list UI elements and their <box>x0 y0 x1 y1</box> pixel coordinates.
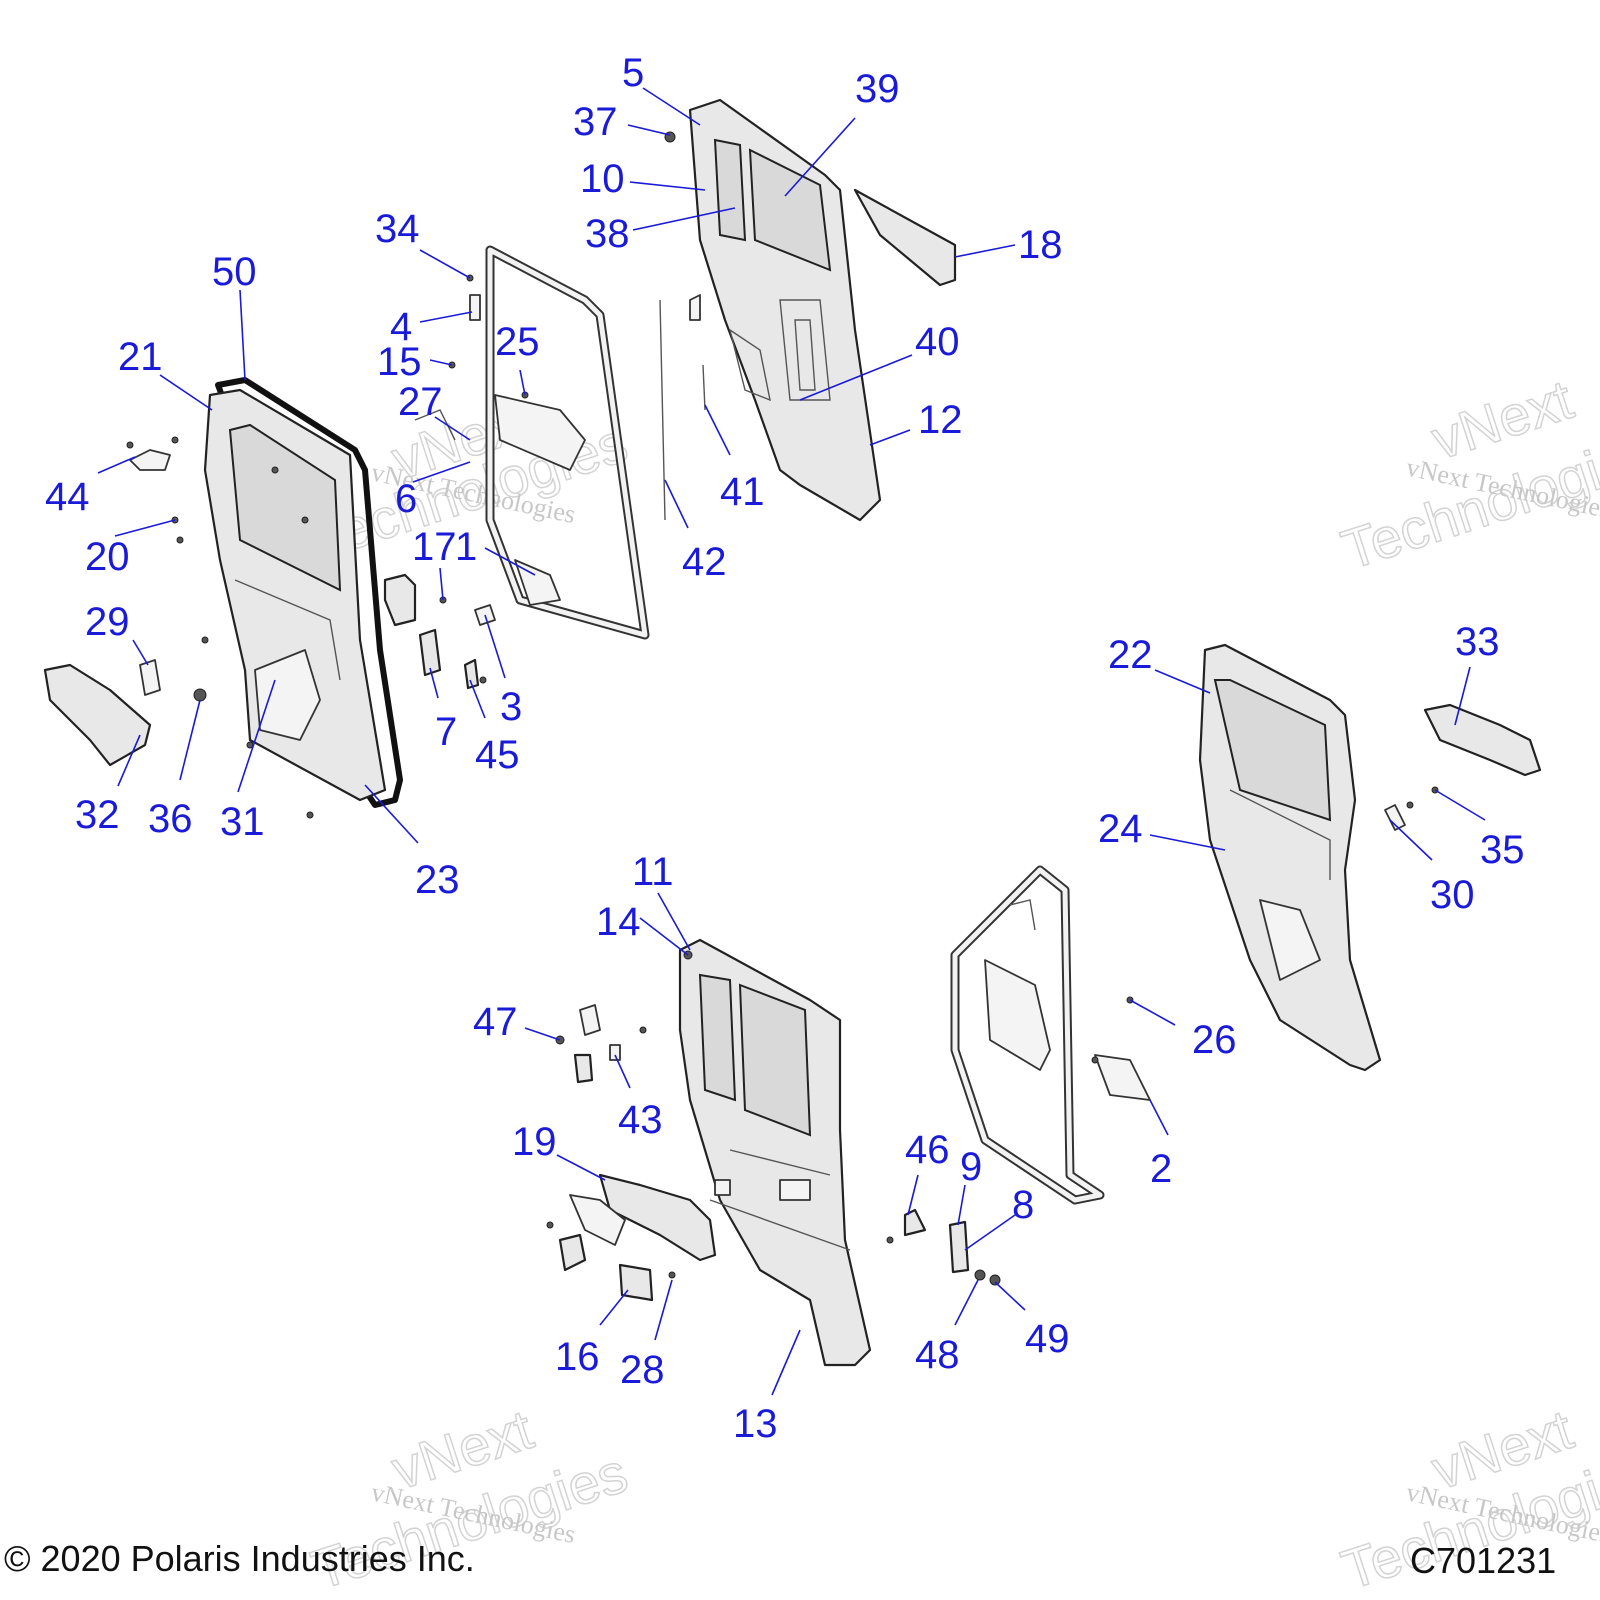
callout-label: 14 <box>596 900 641 944</box>
door-frame-right <box>950 865 1151 1205</box>
callout-label: 49 <box>1025 1317 1070 1361</box>
callout-label: 30 <box>1430 873 1475 917</box>
right-door-assembly <box>1198 643 1382 1072</box>
callout-label: 18 <box>1018 223 1063 267</box>
callout-label: 25 <box>495 320 540 364</box>
left-small-parts <box>43 436 207 767</box>
callout-label: 2 <box>1150 1147 1172 1191</box>
callout-label: 38 <box>585 212 630 256</box>
callout-label: 35 <box>1480 828 1525 872</box>
callout-label: 10 <box>580 157 625 201</box>
callout-label: 22 <box>1108 633 1153 677</box>
left-door-assembly <box>176 377 403 819</box>
callout-label: 27 <box>398 380 443 424</box>
callout-label: 24 <box>1098 807 1143 851</box>
callout-label: 3 <box>500 685 522 729</box>
callout-label: 9 <box>960 1145 982 1189</box>
callout-label: 31 <box>220 800 265 844</box>
callout-label: 20 <box>85 535 130 579</box>
leader-lines <box>97 87 1486 1396</box>
callout-label: 1 <box>455 525 477 569</box>
hinge-hardware-right <box>886 1208 1001 1286</box>
callout-label: 21 <box>118 335 163 379</box>
callout-label: 8 <box>1012 1183 1034 1227</box>
callout-label: 17 <box>412 525 457 569</box>
callout-label: 28 <box>620 1348 665 1392</box>
callout-label: 12 <box>918 398 963 442</box>
callout-label: 39 <box>855 67 900 111</box>
callout-label: 42 <box>682 540 727 584</box>
callout-label: 4 <box>390 305 412 349</box>
callout-label: 11 <box>632 850 674 894</box>
callout-label: 44 <box>45 475 90 519</box>
callout-label: 50 <box>212 250 257 294</box>
latch-hardware-left <box>383 573 496 690</box>
right-bracket <box>1384 703 1542 831</box>
callout-label: 48 <box>915 1333 960 1377</box>
callout-label: 26 <box>1192 1018 1237 1062</box>
copyright-notice: © 2020 Polaris Industries Inc. <box>4 1538 475 1579</box>
callout-label: 23 <box>415 858 460 902</box>
callout-label: 16 <box>555 1335 600 1379</box>
callout-label: 34 <box>375 207 420 251</box>
callout-label: 19 <box>512 1120 557 1164</box>
callout-label: 36 <box>148 797 193 841</box>
callout-label: 6 <box>395 477 417 521</box>
callout-label: 33 <box>1455 620 1500 664</box>
door-frame-top-middle <box>414 245 650 640</box>
callout-label: 7 <box>435 710 457 754</box>
callout-label: 47 <box>473 1000 518 1044</box>
callout-label: 37 <box>573 100 618 144</box>
window-channel-part <box>659 299 706 521</box>
callout-label: 32 <box>75 793 120 837</box>
callout-labels: 1 2 3 4 5 6 7 8 9 10 11 12 13 14 15 16 1… <box>45 51 1525 1446</box>
callout-label: 41 <box>720 470 765 514</box>
callout-label: 40 <box>915 320 960 364</box>
callout-label: 29 <box>85 600 130 644</box>
lower-door-panel-middle <box>678 938 872 1367</box>
figure-id: C701231 <box>1410 1540 1557 1581</box>
upper-door-panel-top <box>664 98 882 522</box>
callout-label: 5 <box>622 51 644 95</box>
callout-label: 46 <box>905 1128 950 1172</box>
callout-label: 15 <box>377 340 422 384</box>
callout-label: 13 <box>733 1402 778 1446</box>
callout-label: 43 <box>618 1098 663 1142</box>
callout-label: 45 <box>475 733 520 777</box>
hinge-bracket-18 <box>853 188 957 287</box>
